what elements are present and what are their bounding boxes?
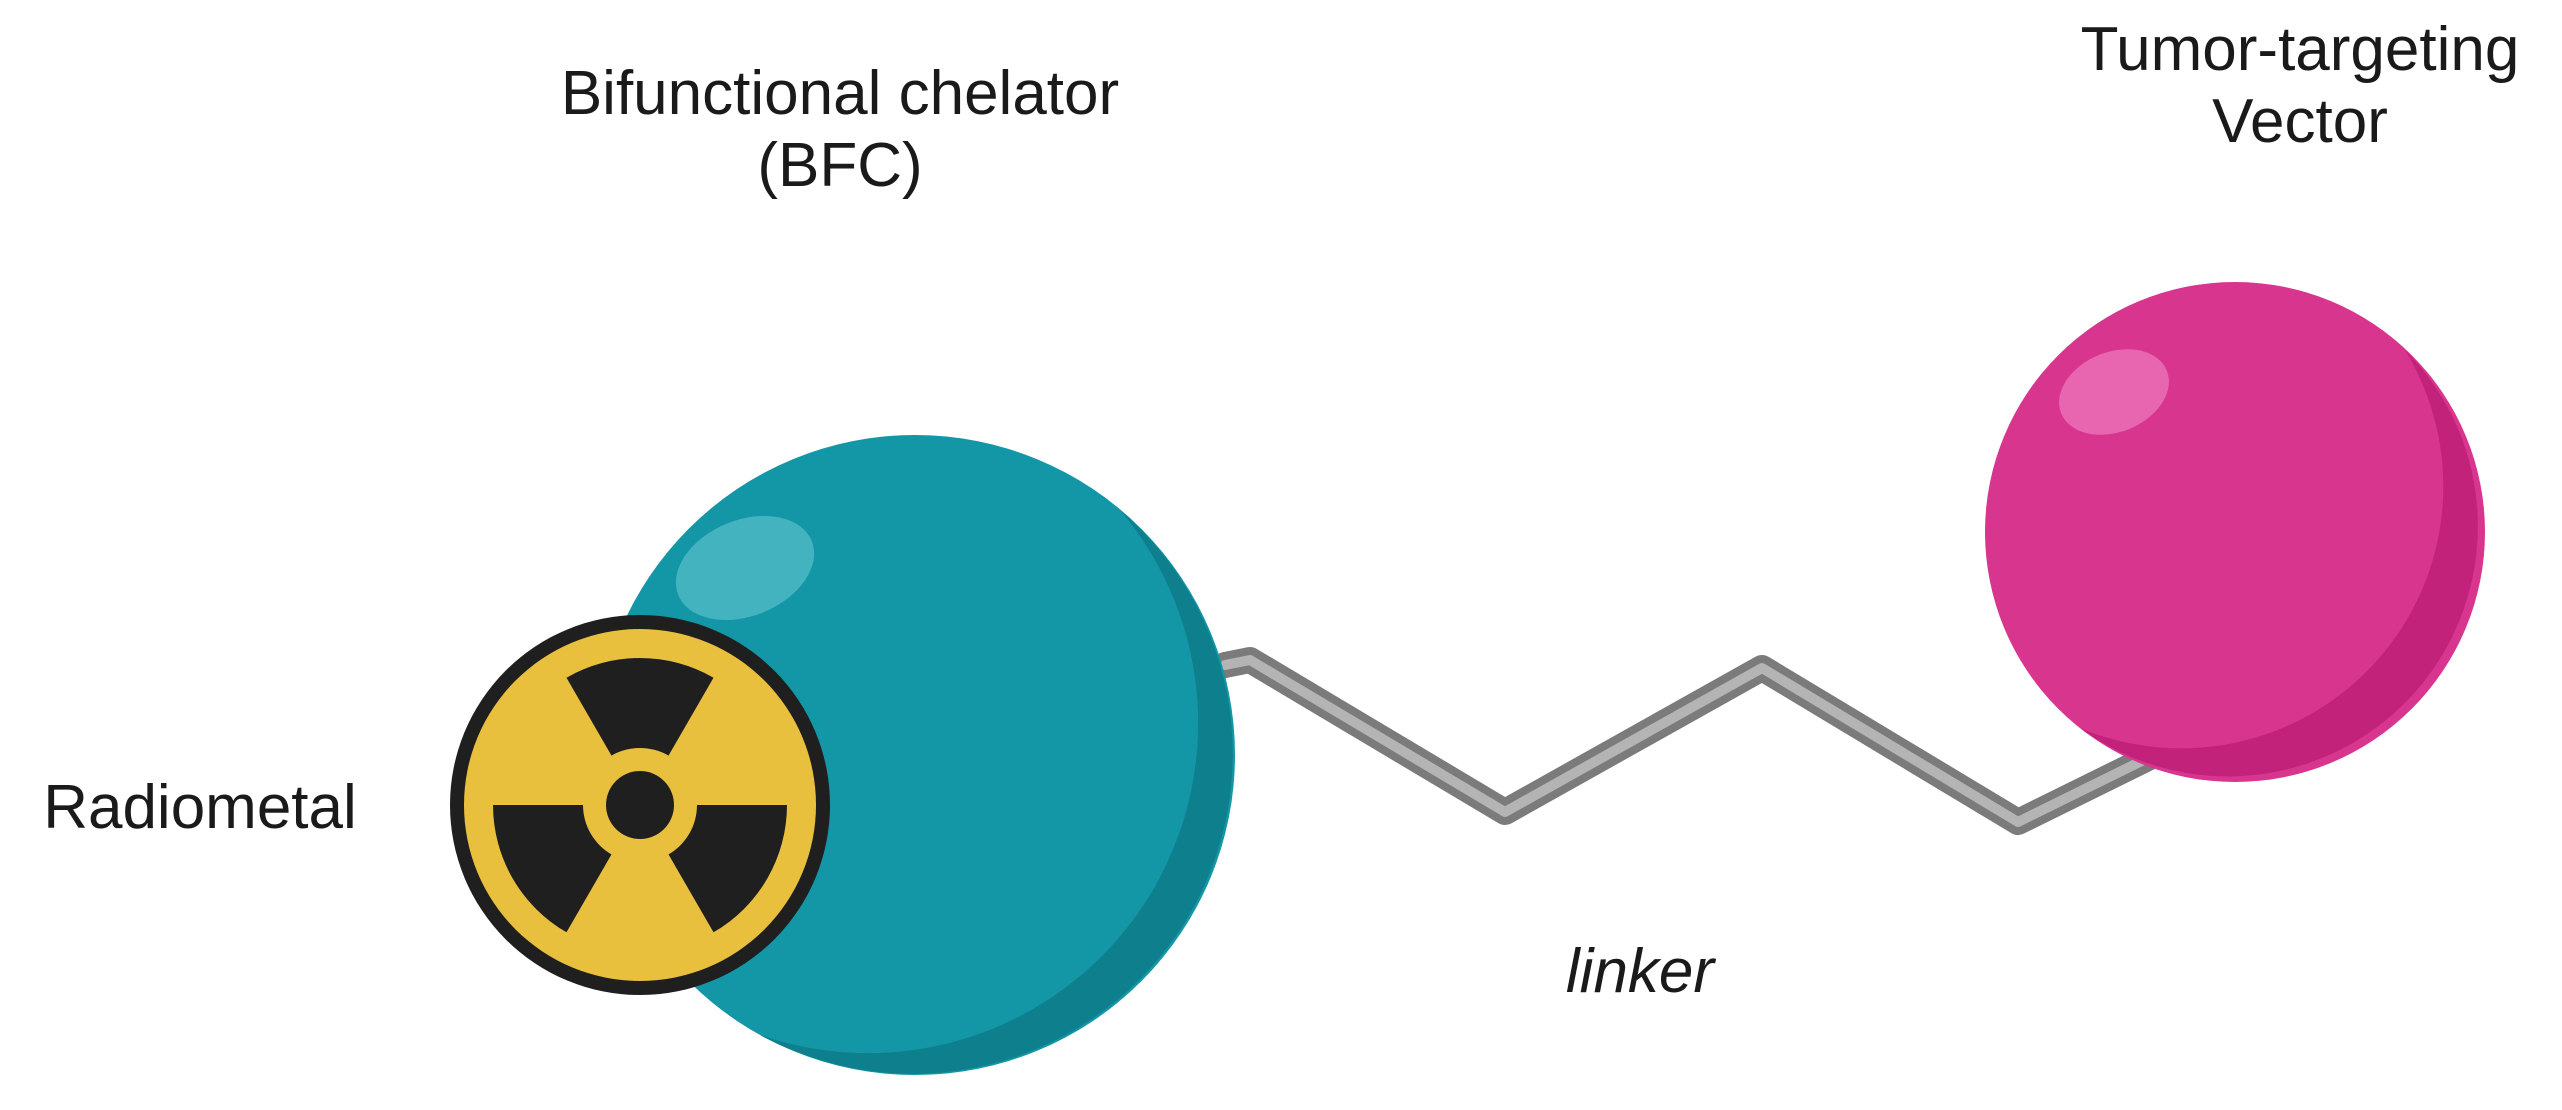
chelator-label-line1: Bifunctional chelator: [560, 59, 1120, 128]
radiometal-label: Radiometal: [43, 773, 357, 842]
radiation-hazard-icon: [450, 615, 830, 995]
chelator-label: Bifunctional chelator (BFC): [440, 58, 1240, 202]
vector-label: Tumor-targeting Vector: [1920, 14, 2562, 158]
linker-label: linker: [1565, 937, 1715, 1006]
vector-label-line1: Tumor-targeting: [2080, 15, 2520, 84]
linker-chain: [1212, 647, 2173, 835]
vector-sphere: [1985, 282, 2485, 782]
chelator-label-line2: (BFC): [757, 131, 923, 200]
vector-label-line2: Vector: [2212, 87, 2388, 156]
